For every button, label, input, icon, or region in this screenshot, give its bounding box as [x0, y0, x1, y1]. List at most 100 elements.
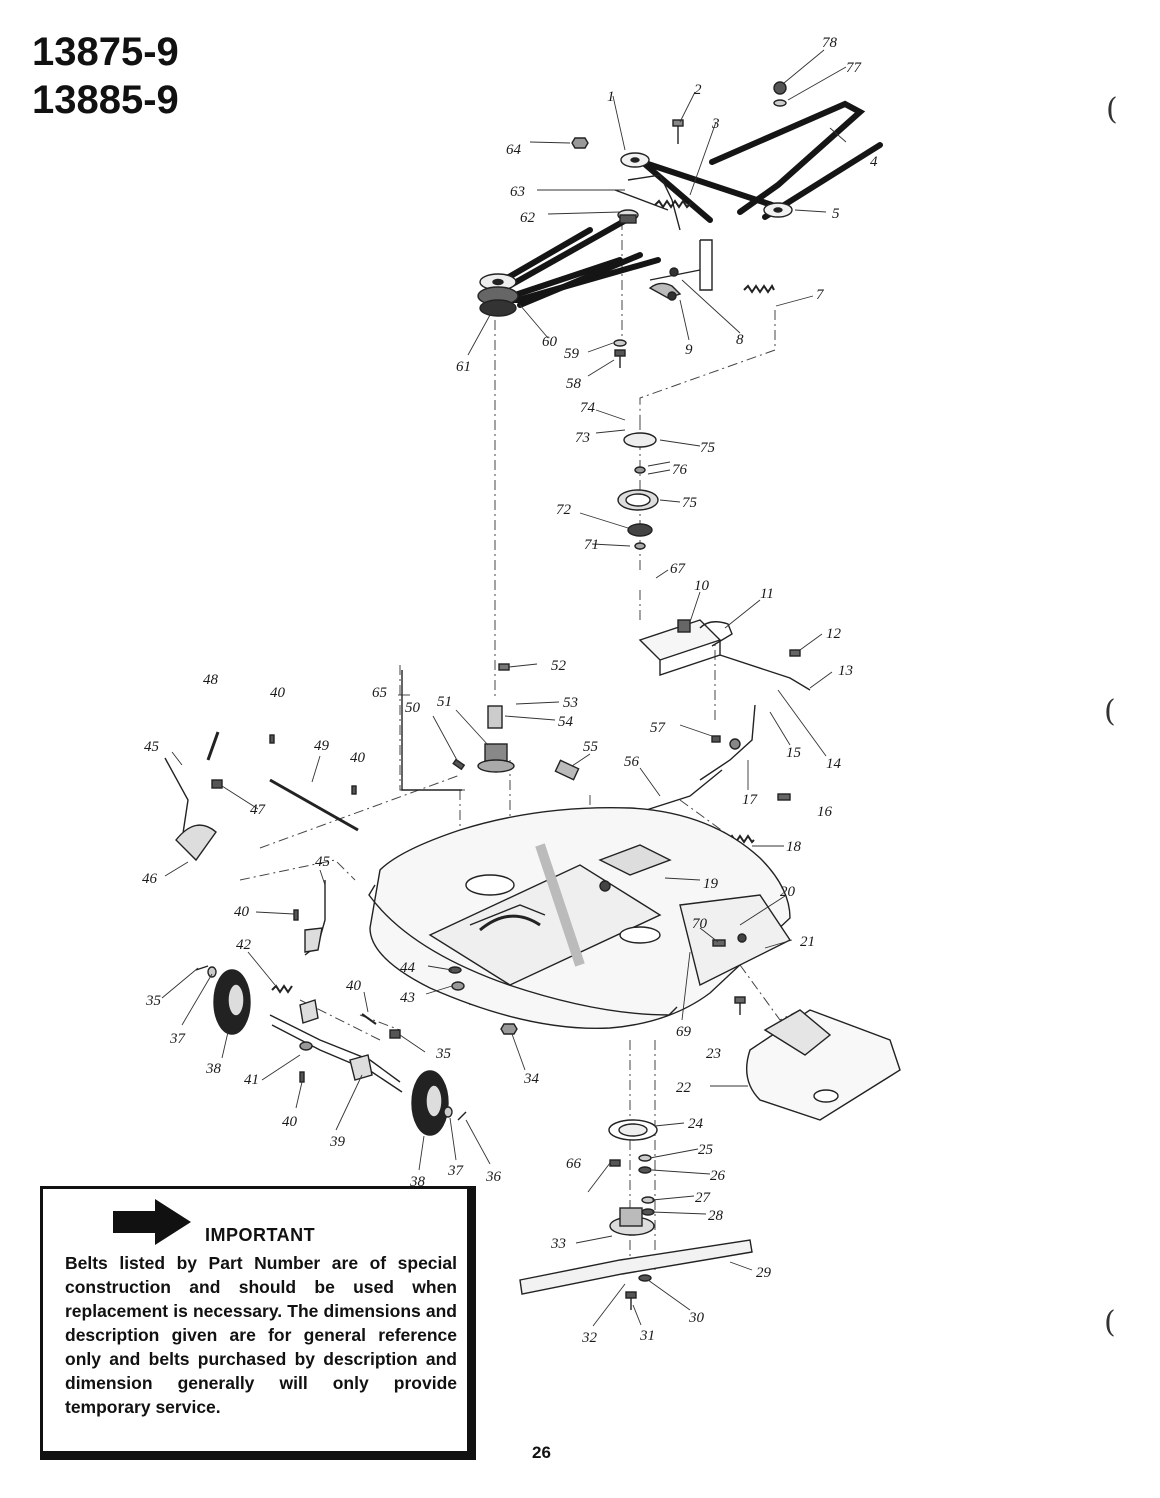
callout-64: 64 [506, 142, 522, 158]
washer-59 [613, 339, 627, 347]
callout-10: 10 [694, 578, 710, 594]
model-number-1: 13875-9 [32, 30, 179, 74]
lift-rod-13 [719, 654, 811, 691]
callout-24: 24 [688, 1116, 704, 1132]
callout-12: 12 [826, 626, 842, 642]
callout-67: 67 [670, 561, 687, 577]
callout-56: 56 [624, 754, 640, 770]
discharge-deflector-mount-21 [679, 894, 792, 987]
callout-17: 17 [742, 792, 759, 808]
callout-47: 47 [250, 802, 267, 818]
right-arrow-icon [113, 1199, 191, 1245]
callout-37-right: 37 [447, 1163, 465, 1179]
callout-65: 65 [372, 685, 388, 701]
callout-52: 52 [551, 658, 567, 674]
callout-41: 41 [244, 1072, 259, 1088]
callout-20: 20 [780, 884, 796, 900]
callout-69: 69 [676, 1024, 692, 1040]
callout-28: 28 [708, 1208, 724, 1224]
idler-bracket-9 [648, 282, 682, 301]
callout-51: 51 [437, 694, 452, 710]
pin-50 [452, 758, 466, 771]
callout-66: 66 [566, 1156, 582, 1172]
margin-mark: ( [1106, 92, 1118, 127]
washer-77 [773, 99, 787, 107]
spindle-assembly-bracket-65 [401, 670, 462, 791]
spindle-housing-51 [477, 743, 515, 773]
blade-29 [519, 1239, 753, 1295]
callout-40-c: 40 [234, 904, 250, 920]
cotter-pin-36 [457, 1111, 467, 1121]
callout-73: 73 [575, 430, 590, 446]
callout-50: 50 [405, 700, 421, 716]
washer-37-left [207, 966, 217, 978]
pin-40-a [269, 734, 275, 744]
callout-14: 14 [826, 756, 842, 772]
callout-60: 60 [542, 334, 558, 350]
nut-43 [451, 981, 465, 991]
callout-53: 53 [563, 695, 578, 711]
bolt-23 [734, 996, 746, 1015]
callout-11: 11 [760, 586, 774, 602]
callout-75-lower: 75 [682, 495, 698, 511]
mower-drive-belt [492, 100, 883, 308]
clip-57 [711, 735, 721, 743]
nut-64 [571, 137, 589, 149]
nut-34 [500, 1023, 518, 1035]
callout-35-left: 35 [145, 993, 162, 1009]
spindle-shaft-54 [487, 705, 503, 729]
callout-40-e: 40 [282, 1114, 298, 1130]
callout-78: 78 [822, 35, 838, 51]
callout-3: 3 [711, 116, 720, 132]
bolt-48 [206, 731, 220, 761]
wheel-38-left [213, 969, 251, 1035]
wheel-38-right [411, 1070, 449, 1136]
callout-8: 8 [736, 332, 744, 348]
callout-7: 7 [816, 287, 825, 303]
callout-35-right: 35 [435, 1046, 452, 1062]
pin-40-d [299, 1071, 305, 1083]
spring-42 [271, 984, 293, 994]
leader-lines [161, 49, 847, 1327]
bolt-58 [614, 349, 626, 368]
callout-55: 55 [583, 739, 599, 755]
callout-45-lower: 45 [315, 854, 331, 870]
bolt-70 [712, 939, 726, 947]
washer-25 [638, 1154, 652, 1162]
deck-hanger-bracket-19 [598, 844, 672, 892]
callout-57: 57 [650, 720, 667, 736]
idler-pulley-1 [620, 152, 650, 168]
spring-7 [743, 284, 775, 294]
callout-37-left: 37 [169, 1031, 187, 1047]
callout-26: 26 [710, 1168, 726, 1184]
washer-75-upper [623, 432, 657, 448]
callout-16: 16 [817, 804, 833, 820]
callout-13: 13 [838, 663, 853, 679]
callout-40-a: 40 [270, 685, 286, 701]
callout-43: 43 [400, 990, 415, 1006]
callout-70: 70 [692, 916, 708, 932]
bolt-31 [625, 1291, 637, 1310]
callout-15: 15 [786, 745, 802, 761]
callout-44: 44 [400, 960, 416, 976]
callout-72: 72 [556, 502, 572, 518]
pin-40-e [361, 1013, 377, 1025]
callout-9: 9 [685, 342, 693, 358]
height-adjust-rod-45-upper [164, 757, 189, 841]
callout-40-d: 40 [346, 978, 362, 994]
rod-49 [269, 778, 359, 832]
callout-59: 59 [564, 346, 580, 362]
callout-25: 25 [698, 1142, 714, 1158]
spindle-flange-24 [608, 1119, 658, 1141]
callout-22: 22 [676, 1080, 692, 1096]
callout-63: 63 [510, 184, 525, 200]
callout-21: 21 [800, 934, 815, 950]
callout-40-b: 40 [350, 750, 366, 766]
callout-33: 33 [550, 1236, 566, 1252]
pin-40-b [351, 785, 357, 795]
idler-pulley-5 [763, 202, 793, 218]
callout-18: 18 [786, 839, 802, 855]
callout-48: 48 [203, 672, 219, 688]
callout-5: 5 [832, 206, 840, 222]
